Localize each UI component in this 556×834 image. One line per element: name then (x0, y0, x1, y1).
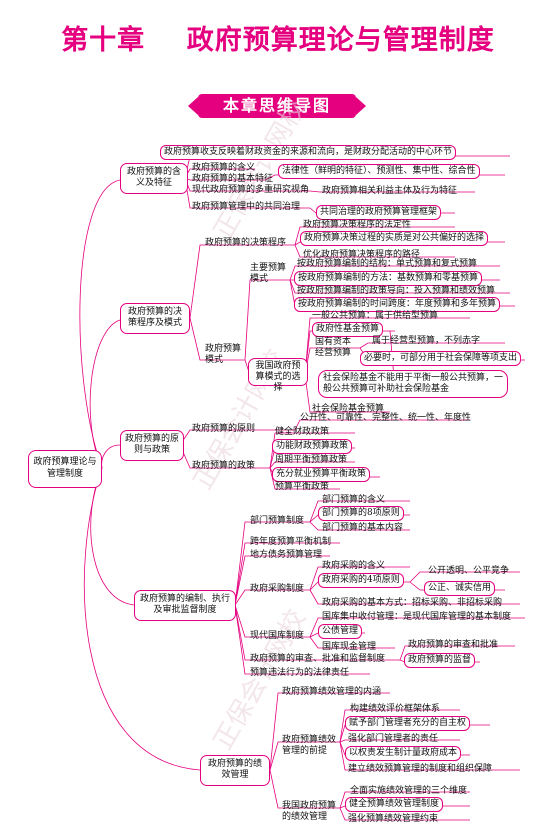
node-proc-open: 公开透明、公平竞争 (428, 566, 510, 576)
node-governance-framework: 共同治理的政府预算管理框架 (316, 205, 442, 220)
node-policy-sound: 健全财政政策 (275, 427, 330, 437)
node-soe-social: 必要时，可部分用于社会保障等项支出 (360, 351, 522, 366)
node-research-views: 现代政府预算的多重研究视角 (192, 185, 310, 195)
node-cn-dimensions: 全面实施绩效管理的三个维度 (350, 786, 468, 796)
node-policy-functional: 功能财政预算政策 (272, 439, 353, 454)
node-proc-principles: 政府采购的4项原则 (318, 573, 404, 588)
root-node: 政府预算理论与管理制度 (28, 450, 102, 488)
node-decision-procedure: 政府预算的决策程序 (205, 238, 287, 248)
node-budget-mode: 政府预算模式 (205, 344, 242, 365)
node-soe-operate: 属于经营型预算，不列赤字 (372, 336, 481, 346)
node-principles-list: 公开性、可靠性、完整性、统一性、年度性 (300, 413, 472, 423)
node-mode-method: 按政府预算编制的方法：基数预算和零基预算 (294, 271, 483, 286)
node-cn-constraint: 强化预算绩效管理约束 (348, 814, 439, 824)
node-mode-time: 按政府预算编制的时间跨度：年度预算和多年预算 (294, 297, 501, 312)
node-social-budget: 社会保险基金预算 (312, 404, 385, 414)
node-proc-methods: 政府采购的基本方式：招标采购、非招标采购 (322, 598, 503, 608)
node-premise-autonomy: 赋予部门管理者充分的自主权 (345, 716, 471, 731)
branch-decision-modes: 政府预算的决策程序及模式 (120, 303, 190, 334)
node-policy-cyclical: 周期平衡预算政策 (275, 455, 348, 465)
node-dept-meaning: 部门预算的含义 (322, 495, 386, 505)
node-treasury-cash: 国库现金管理 (322, 642, 377, 652)
node-proc-fair: 公正、诚实信用 (424, 581, 496, 596)
node-dept-content: 部门预算的基本内容 (322, 523, 404, 533)
node-principles: 政府预算的原则 (192, 424, 256, 434)
branch-compile-execute: 政府预算的编制、执行及审批监督制度 (134, 590, 236, 621)
node-review: 政府预算的审查、批准和监督制度 (250, 654, 386, 664)
node-budget-meaning: 政府预算的含义 (192, 163, 256, 173)
node-dept-principles: 部门预算的8项原则 (318, 506, 404, 521)
node-perf-premise: 政府预算绩效管理的前提 (282, 735, 337, 756)
branch-definition-features: 政府预算的含义及特征 (120, 163, 188, 194)
node-china-mode: 我国政府预算模式的选择 (248, 358, 308, 393)
node-policy-employment: 充分就业预算平衡政策 (272, 467, 371, 482)
node-treasury-debt: 公债管理 (318, 624, 363, 639)
node-policy-balance: 预算平衡政策 (275, 482, 330, 492)
node-fiscal-center: 政府预算收支反映着财政资金的来源和流向，是财政分配活动的中心环节 (160, 145, 457, 160)
node-premise-responsibility: 强化部门管理者的责任 (348, 734, 439, 744)
node-mode-policy: 按政府预算编制的政策导向：投入预算和绩效预算 (297, 286, 496, 296)
node-legal: 预算违法行为的法律责任 (250, 668, 350, 678)
node-features-detail: 法律性（鲜明的特征）、预测性、集中性、综合性 (278, 164, 480, 179)
node-proc-public-pref: 政府预算决策过程的实质是对公共偏好的选择 (300, 231, 489, 246)
node-perf-content: 政府预算绩效管理的内涵 (282, 687, 382, 697)
node-co-governance: 政府预算管理中的共同治理 (192, 202, 301, 212)
node-dept-budget: 部门预算制度 (250, 516, 305, 526)
node-procurement: 政府采购制度 (250, 584, 305, 594)
node-treasury-central: 国库集中收付管理：是现代国库管理的基本制度 (322, 612, 512, 622)
node-premise-accrual: 以权责发生制计量政府成本 (345, 746, 462, 761)
node-mode-structure: 按政府预算编制的结构：单式预算和复式预算 (297, 259, 478, 269)
node-cross-year: 跨年度预算平衡机制 (250, 537, 332, 547)
section-banner: 本章思维导图 (188, 94, 366, 118)
node-fund-budget: 政府性基金预算 (312, 322, 384, 337)
node-review-approve: 政府预算的审查和批准 (408, 640, 499, 650)
node-cn-system: 健全预算绩效管理制度 (345, 797, 444, 812)
node-policy: 政府预算的政策 (192, 461, 256, 471)
node-social-note: 社会保险基金不能用于平衡一般公共预算，一般公共预算可补助社会保险基金 (318, 370, 508, 398)
node-premise-framework: 构建绩效评价框架体系 (350, 704, 441, 714)
node-proc-legal: 政府预算决策程序的法定性 (303, 220, 412, 230)
node-general-budget: 一般公共预算：属于供给型预算 (312, 311, 439, 321)
node-proc-optimize: 优化政府预算决策程序的路径 (303, 250, 421, 260)
node-soe-budget: 国有资本经营预算 (315, 337, 352, 358)
node-proc-meaning: 政府采购的含义 (322, 561, 386, 571)
branch-principles-policy: 政府预算的原则与政策 (120, 430, 184, 461)
node-stakeholders: 政府预算相关利益主体及行为特征 (322, 186, 458, 196)
node-local-debt: 地方债务预算管理 (250, 550, 323, 560)
node-budget-features: 政府预算的基本特征 (192, 174, 274, 184)
node-main-modes: 主要预算模式 (250, 263, 287, 284)
node-premise-guarantee: 建立绩效预算管理的制度和组织保障 (348, 764, 493, 774)
node-treasury: 现代国库制度 (250, 631, 305, 641)
node-review-monitor: 政府预算的监督 (404, 653, 476, 668)
page-title: 第十章 政府预算理论与管理制度 (61, 25, 495, 56)
branch-performance: 政府预算的绩效管理 (200, 755, 270, 786)
node-perf-china: 我国政府预算的绩效管理 (282, 801, 337, 822)
